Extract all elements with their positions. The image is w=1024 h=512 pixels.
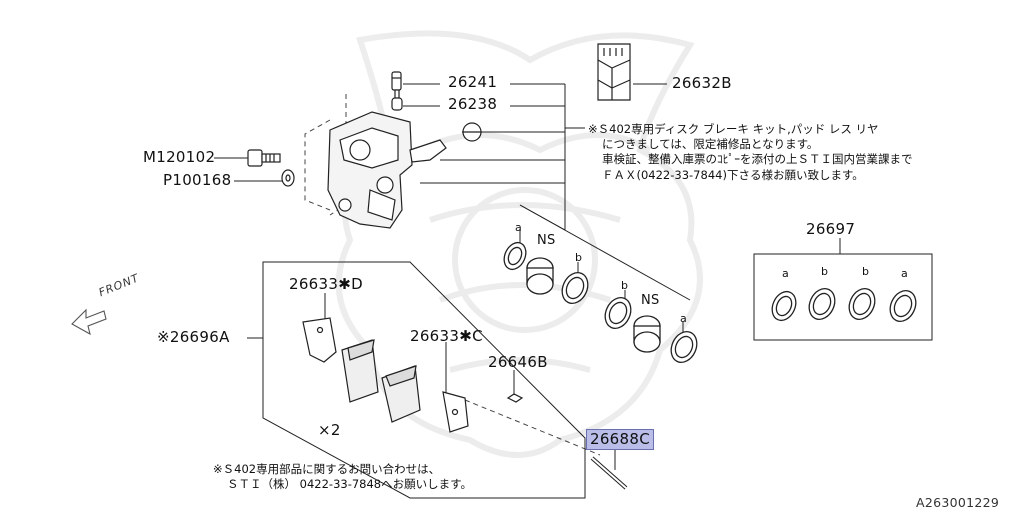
note-bottom-line-2: ＳＴＩ（株） 0422-33-7848へお願いします。 [227, 477, 472, 492]
part-label-26633d: 26633✱D [289, 275, 363, 293]
part-label-26646b: 26646B [488, 353, 548, 371]
note-right-line-4: ＦＡＸ(0422-33-7844)下さる様お願い致します。 [602, 167, 864, 182]
note-bottom: ※Ｓ402専用部品に関するお問い合わせは、 ＳＴＩ（株） 0422-33-784… [213, 462, 472, 492]
quantity-label: ×2 [318, 421, 341, 439]
brake-pads [302, 317, 469, 433]
seal-kit-rings [771, 287, 917, 323]
part-label-26688c-highlighted[interactable]: 26688C [586, 429, 654, 450]
piston-label-ns-1: NS [537, 233, 556, 248]
part-label-26696a: ※26696A [157, 328, 230, 346]
seal-label-b-1: b [575, 251, 582, 264]
kit-seal-label-b-2: b [862, 265, 869, 278]
seal-label-a-2: a [680, 312, 687, 325]
bleeder-cap [391, 97, 403, 111]
kit-seal-label-b-1: b [821, 265, 828, 278]
note-right-line-3: 車検証、整備入庫票のｺﾋﾟｰを添付の上ＳＴＩ国内営業課まで [602, 152, 913, 167]
kit-seal-label-a-2: a [901, 267, 908, 280]
note-right: ※Ｓ402専用ディスク ブレーキ キット,パッド レス リヤ につきましては、限… [588, 122, 913, 183]
piston-ns-2 [633, 315, 661, 353]
pad-kit-26632b [597, 43, 631, 101]
pad-clip-26646b [506, 393, 524, 403]
part-label-26633c: 26633✱C [410, 327, 483, 345]
front-arrow [71, 308, 107, 336]
note-bottom-line-1: ※Ｓ402専用部品に関するお問い合わせは、 [213, 462, 441, 476]
kit-seal-label-a-1: a [782, 267, 789, 280]
kit-box [262, 253, 933, 499]
seal-label-b-2: b [621, 279, 628, 292]
seal-label-a-1: a [515, 221, 522, 234]
watermark-emblem [335, 30, 703, 458]
part-label-26238: 26238 [448, 95, 498, 113]
diagram-id: A263001229 [916, 495, 1000, 510]
part-label-26241: 26241 [448, 73, 498, 91]
note-right-line-2: につきましては、限定補修品となります。 [602, 137, 819, 152]
piston-label-ns-2: NS [641, 293, 660, 308]
part-label-26697: 26697 [806, 220, 856, 238]
note-right-line-1: ※Ｓ402専用ディスク ブレーキ キット,パッド レス リヤ [588, 122, 879, 136]
pad-pin-26688c [590, 456, 628, 490]
part-label-p100168: P100168 [163, 171, 232, 189]
bleeder-screw [391, 71, 402, 101]
brake-caliper-body [327, 111, 413, 229]
pad-retainer-spring [409, 122, 482, 163]
bolt-m120102 [247, 149, 281, 167]
part-label-26632b: 26632B [672, 74, 732, 92]
leader-lines [214, 83, 841, 470]
part-label-m120102: M120102 [143, 148, 216, 166]
piston-ns-1 [526, 257, 554, 295]
piston-seals [503, 241, 698, 364]
washer-p100168 [281, 169, 295, 187]
